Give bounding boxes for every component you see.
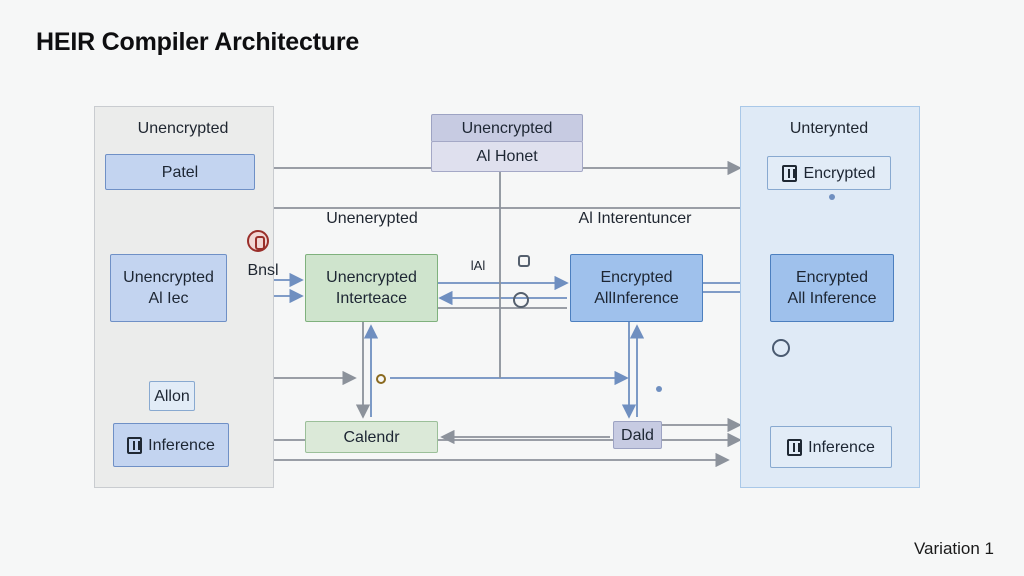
top-center-body-text: Al Honet xyxy=(476,148,538,165)
chip-icon xyxy=(787,438,803,456)
right-panel-label: Unterynted xyxy=(789,120,869,137)
right-inference-text: Inference xyxy=(808,438,875,456)
patel-box[interactable]: Patel xyxy=(105,154,255,190)
dot-icon xyxy=(376,374,386,384)
bnsl-label: Bnsl xyxy=(247,262,279,279)
allon-text: Allon xyxy=(154,387,190,405)
left-unencrypted-line1: Unencrypted xyxy=(123,269,214,286)
link-icon xyxy=(518,255,530,267)
dald-box[interactable]: Dald xyxy=(613,421,662,449)
left-inference-box[interactable]: Inference xyxy=(113,423,229,467)
left-inference-text: Inference xyxy=(148,436,215,454)
dot-icon xyxy=(656,386,662,392)
top-center-header-text: Unencrypted xyxy=(461,120,553,137)
green-interface-box[interactable]: Unencrypted Interteace xyxy=(305,254,438,322)
right-inference-box[interactable]: Inference xyxy=(770,426,892,468)
calendr-box[interactable]: Calendr xyxy=(305,421,438,453)
calendr-text: Calendr xyxy=(343,428,400,446)
encrypted-line1: Encrypted xyxy=(600,269,673,286)
top-center-body[interactable]: Al Honet xyxy=(431,141,583,172)
right-encrypted-text: Encrypted xyxy=(803,164,876,182)
right-inference-line2: All Inference xyxy=(787,290,877,307)
dald-text: Dald xyxy=(621,426,654,444)
chip-icon xyxy=(127,436,143,454)
green-line2: Interteace xyxy=(335,290,408,307)
mid-left-label: Unenerypted xyxy=(326,210,418,227)
encrypted-line2: AllInference xyxy=(594,290,679,307)
right-encrypted-inference-box[interactable]: Encrypted All Inference xyxy=(770,254,894,322)
patel-text: Patel xyxy=(161,163,199,181)
small-glyph-label: lAl xyxy=(470,258,486,273)
left-unencrypted-box[interactable]: Unencrypted Al Iec xyxy=(110,254,227,322)
page-title: HEIR Compiler Architecture xyxy=(36,28,360,56)
lock-icon xyxy=(247,230,269,252)
encrypted-inference-box[interactable]: Encrypted AllInference xyxy=(570,254,703,322)
left-unencrypted-line2: Al Iec xyxy=(148,290,189,307)
chip-icon xyxy=(782,164,798,182)
top-center-header[interactable]: Unencrypted xyxy=(431,114,583,142)
left-panel-label: Unencrypted xyxy=(137,120,229,137)
link-icon xyxy=(513,292,529,308)
right-encrypted-box[interactable]: Encrypted xyxy=(767,156,891,190)
green-line1: Unencrypted xyxy=(326,269,417,286)
dot-icon xyxy=(772,339,790,357)
dot-icon xyxy=(829,194,835,200)
mid-right-label: Al Interentuncer xyxy=(578,210,692,227)
variation-label: Variation 1 xyxy=(913,539,994,558)
right-inference-line1: Encrypted xyxy=(795,269,869,286)
allon-box[interactable]: Allon xyxy=(149,381,195,411)
